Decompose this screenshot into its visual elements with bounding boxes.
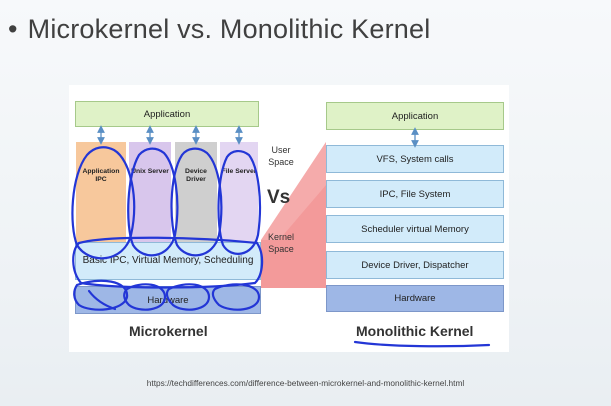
hand-drawn-circles [71, 146, 491, 348]
source-citation: https://techdifferences.com/difference-b… [146, 378, 465, 388]
micro-service-device-driver: Device Driver [175, 142, 217, 242]
mono-application-label: Application [391, 110, 439, 122]
mono-layer-scheduler: Scheduler virtual Memory [326, 215, 504, 243]
micro-core-label: Basic IPC, Virtual Memory, Scheduling [82, 254, 254, 266]
slide-title: • Microkernel vs. Monolithic Kernel [8, 14, 430, 45]
mono-caption: Monolithic Kernel [356, 323, 474, 339]
user-space-label: User Space [268, 145, 294, 167]
diagram-annotations [71, 125, 491, 348]
micro-arrows [97, 125, 243, 145]
mono-layer-device-driver: Device Driver, Dispatcher [326, 251, 504, 279]
kernel-diagram: Application Application IPC Unix Server … [69, 85, 509, 352]
bullet-point: • [8, 14, 18, 44]
micro-caption: Microkernel [129, 323, 208, 339]
kernel-space-wedge [261, 142, 326, 288]
slide-title-text: Microkernel vs. Monolithic Kernel [27, 14, 431, 44]
micro-core-box: Basic IPC, Virtual Memory, Scheduling [75, 242, 261, 280]
micro-service-unix-server: Unix Server [129, 142, 171, 242]
kernel-space-label: Kernel Space [267, 232, 294, 254]
mono-hardware-label: Hardware [394, 293, 436, 304]
mono-layer-ipc: IPC, File System [326, 180, 504, 208]
vs-label: Vs [267, 187, 291, 208]
mono-hardware-box: Hardware [326, 285, 504, 312]
micro-application-bar: Application [75, 101, 259, 127]
micro-application-label: Application [143, 108, 191, 120]
